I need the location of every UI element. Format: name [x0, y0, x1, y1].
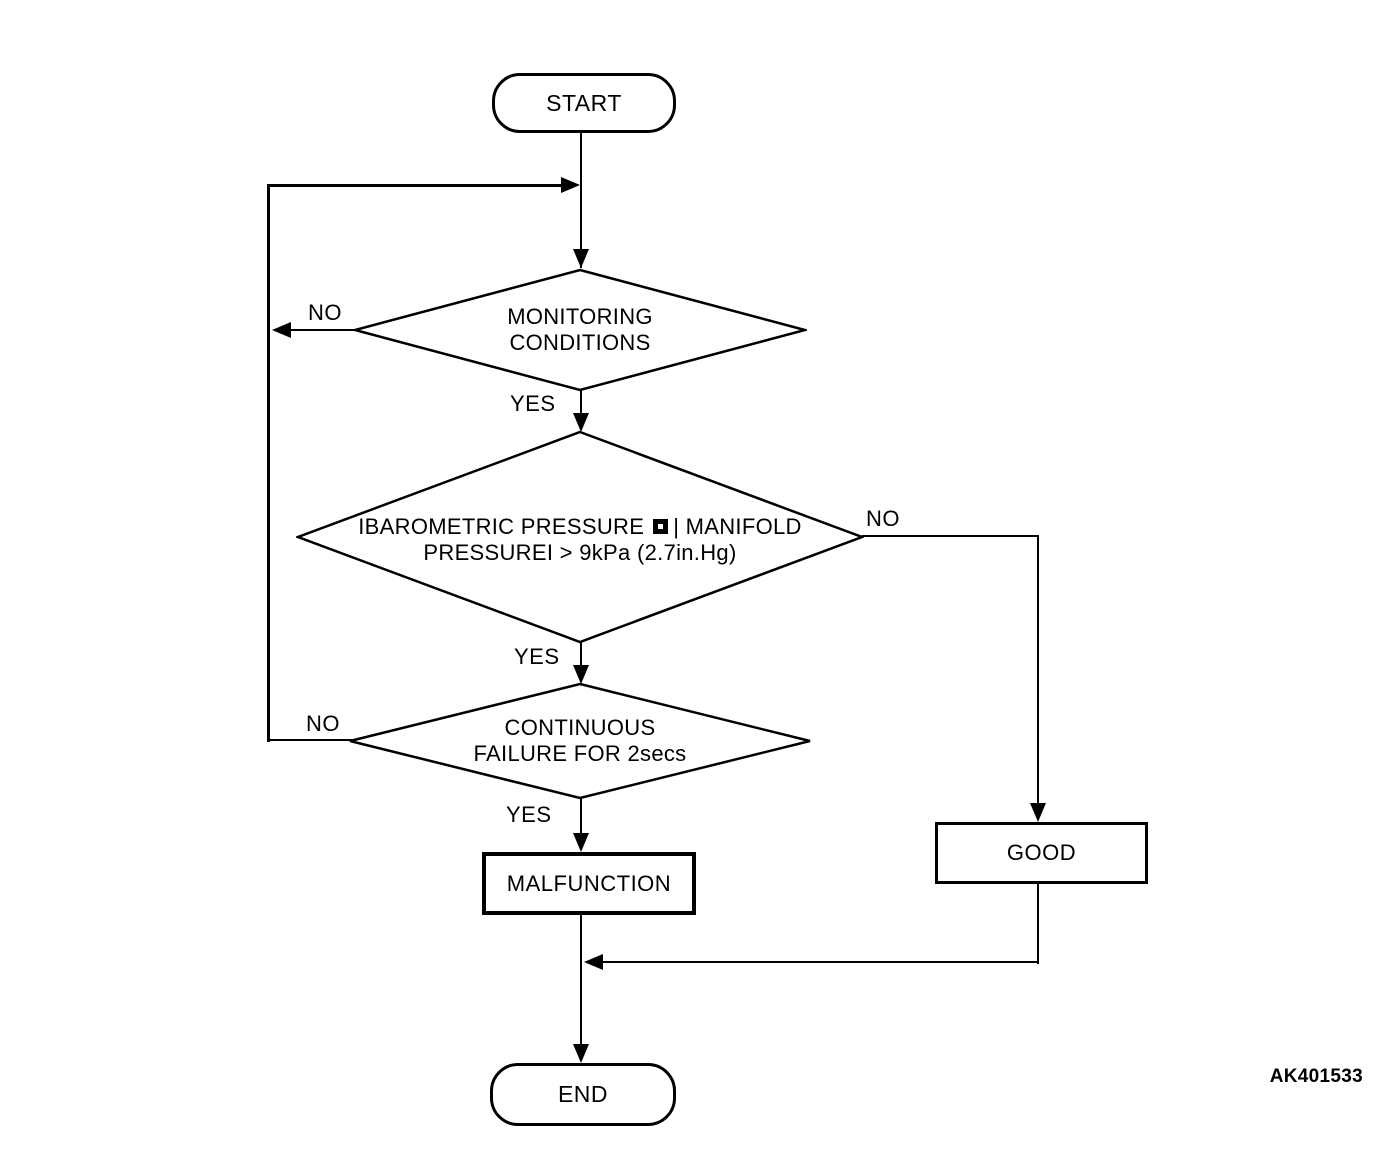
decision-pressure-shape — [296, 430, 864, 644]
arrowhead-into-good-icon — [1030, 803, 1046, 822]
decision-pressure-label: IBAROMETRIC PRESSURE | MANIFOLD PRESSUREI… — [296, 514, 864, 566]
decision-monitoring-label: MONITORING CONDITIONS — [507, 304, 653, 355]
figure-code: AK401533 — [1269, 1066, 1363, 1087]
connector-monitoring-no — [280, 329, 356, 331]
connector-continuous-no — [268, 739, 352, 741]
connector-monitoring-yes — [580, 390, 582, 420]
pressure-yes-label: YES — [514, 644, 560, 669]
pressure-no-label: NO — [866, 506, 900, 531]
connector-loop-top — [268, 184, 564, 187]
arrowhead-into-monitoring-icon — [573, 249, 589, 268]
connector-loop-left — [267, 184, 270, 742]
monitoring-yes-label: YES — [510, 391, 556, 416]
arrowhead-monitoring-no-icon — [272, 322, 291, 338]
arrowhead-converge-icon — [584, 954, 603, 970]
decision-pressure-line2: PRESSUREI > 9kPa (2.7in.Hg) — [423, 540, 737, 565]
start-label: START — [546, 89, 622, 116]
arrowhead-into-pressure-icon — [573, 413, 589, 432]
arrowhead-into-malfunction-icon — [573, 833, 589, 852]
monitoring-no-label: NO — [308, 300, 342, 325]
connector-pressure-no-h — [862, 535, 1039, 537]
arrowhead-into-end-icon — [573, 1044, 589, 1063]
arrowhead-loop-rejoin-icon — [561, 177, 580, 193]
decision-pressure-line1-after: | MANIFOLD — [673, 514, 802, 539]
connector-pressure-no-v — [1037, 535, 1039, 807]
connector-start-to-monitoring — [580, 127, 582, 268]
decision-pressure-line1-before: IBAROMETRIC PRESSURE — [358, 514, 645, 539]
connector-continuous-yes — [580, 797, 582, 837]
end-terminator: END — [490, 1063, 676, 1126]
inverse-square-bullet-icon — [653, 519, 669, 534]
good-box: GOOD — [935, 822, 1148, 884]
connector-good-down — [1037, 878, 1039, 964]
connector-pressure-yes — [580, 641, 582, 671]
connector-good-converge — [601, 961, 1039, 963]
arrowhead-into-continuous-icon — [573, 665, 589, 684]
connector-malfunction-to-end — [580, 907, 582, 1047]
malfunction-label: MALFUNCTION — [506, 870, 672, 896]
decision-continuous-label: CONTINUOUS FAILURE FOR 2secs — [473, 715, 687, 766]
good-label: GOOD — [1006, 840, 1077, 865]
malfunction-box: MALFUNCTION — [482, 852, 696, 915]
continuous-no-label: NO — [306, 711, 340, 736]
continuous-yes-label: YES — [506, 802, 552, 827]
start-terminator: START — [492, 73, 676, 133]
decision-continuous-shape — [349, 682, 811, 800]
end-label: END — [557, 1081, 609, 1107]
decision-monitoring-shape — [353, 268, 807, 392]
